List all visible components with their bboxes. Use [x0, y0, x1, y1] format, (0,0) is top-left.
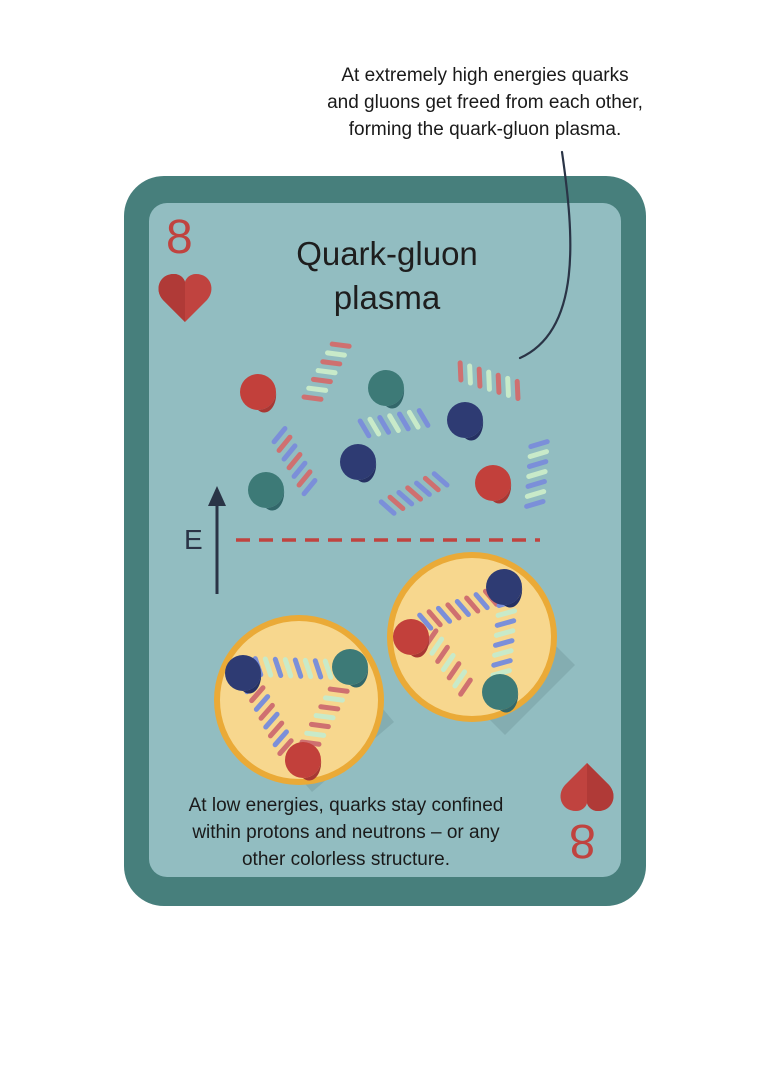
gluon [357, 408, 431, 439]
quark-blue [447, 402, 484, 441]
annotation-line: At extremely high energies quarks [341, 65, 629, 86]
gluon [423, 628, 473, 697]
annotation-bottom: At low energies, quarks stay confined wi… [168, 792, 524, 873]
quark-red [240, 374, 277, 413]
energy-label: E [184, 524, 203, 555]
gluon [301, 341, 352, 402]
annotation-line: other colorless structure. [241, 849, 451, 870]
quark-blue [340, 444, 377, 483]
gluon [271, 426, 318, 497]
gluon [457, 360, 521, 401]
annotation-line: within protons and neutrons – or any [192, 822, 500, 843]
annotation-line: forming the quark-gluon plasma. [348, 119, 622, 140]
energy-arrowhead [208, 486, 226, 506]
gluon [524, 439, 550, 509]
gluon [378, 471, 450, 516]
hadron [214, 615, 384, 785]
quark-green [482, 674, 519, 713]
heart-icon [158, 274, 212, 322]
quark-green [368, 370, 405, 409]
quark-green [332, 649, 369, 688]
quark-red [475, 465, 512, 504]
quark-red [285, 742, 322, 781]
heart-icon [560, 763, 614, 811]
annotation-top: At extremely high energies quarks and gl… [300, 62, 670, 143]
card-title-line: plasma [333, 279, 441, 316]
quark-green [248, 472, 285, 511]
hadron [387, 552, 557, 722]
quark-red [393, 619, 430, 658]
annotation-line: At low energies, quarks stay confined [188, 795, 504, 816]
annotation-pointer [518, 150, 572, 360]
quark-blue [225, 655, 262, 694]
annotation-line: and gluons get freed from each other, [327, 92, 643, 113]
card-rank-bottom: 8 [569, 814, 596, 867]
quark-blue [486, 569, 523, 608]
card-rank-top: 8 [166, 211, 193, 264]
card-title: Quark-gluon plasma [262, 232, 512, 320]
card-title-line: Quark-gluon [296, 235, 478, 272]
